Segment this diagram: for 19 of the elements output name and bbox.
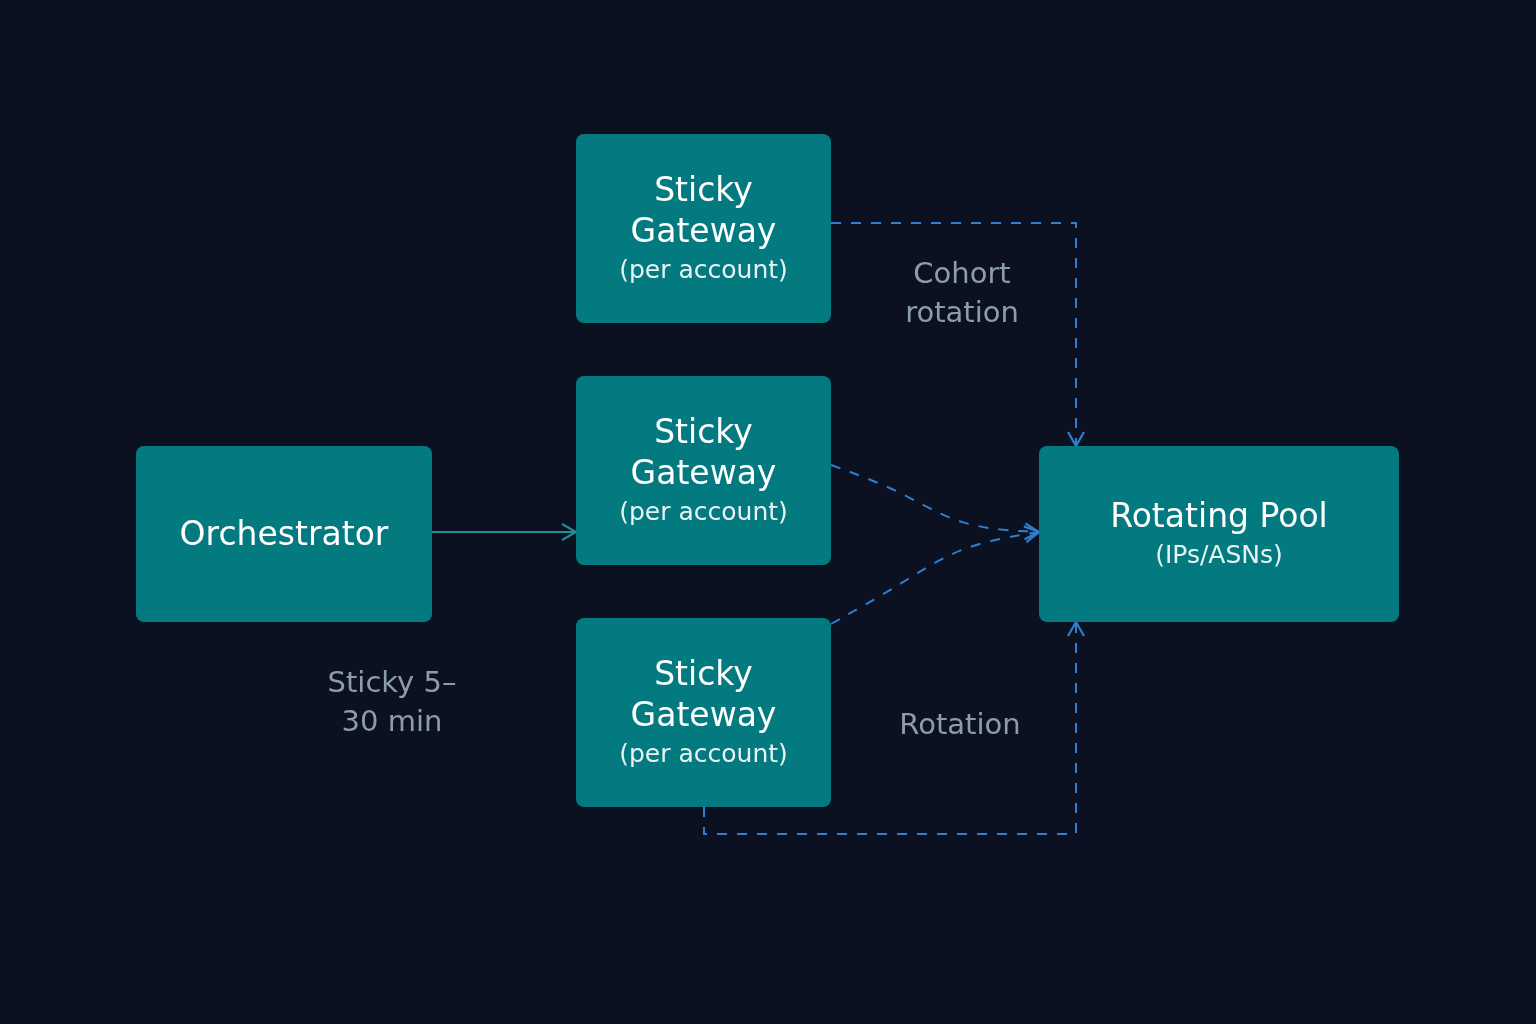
- box-title: Orchestrator: [178, 513, 390, 555]
- box-title: Rotating Pool: [1109, 494, 1329, 536]
- process-box: [1039, 446, 1399, 622]
- process-box: [576, 376, 831, 565]
- arrow: [431, 522, 578, 542]
- box-subtitle: (IPs/ASNs): [1154, 538, 1284, 571]
- box-title: Sticky Gateway: [629, 168, 778, 251]
- process-box: [576, 618, 831, 807]
- dashed-arrow: [830, 222, 1086, 448]
- process-box: [576, 134, 831, 323]
- dashed-arrow: [830, 525, 1041, 625]
- box-subtitle: (per account): [618, 496, 789, 528]
- dashed-arrow: [830, 464, 1041, 541]
- box-subtitle: (per account): [618, 738, 789, 770]
- box-title: Sticky Gateway: [629, 652, 778, 735]
- box-title: Sticky Gateway: [629, 410, 778, 493]
- process-box: [136, 446, 432, 622]
- box-subtitle: (per account): [618, 254, 789, 286]
- dashed-arrow: [703, 620, 1086, 835]
